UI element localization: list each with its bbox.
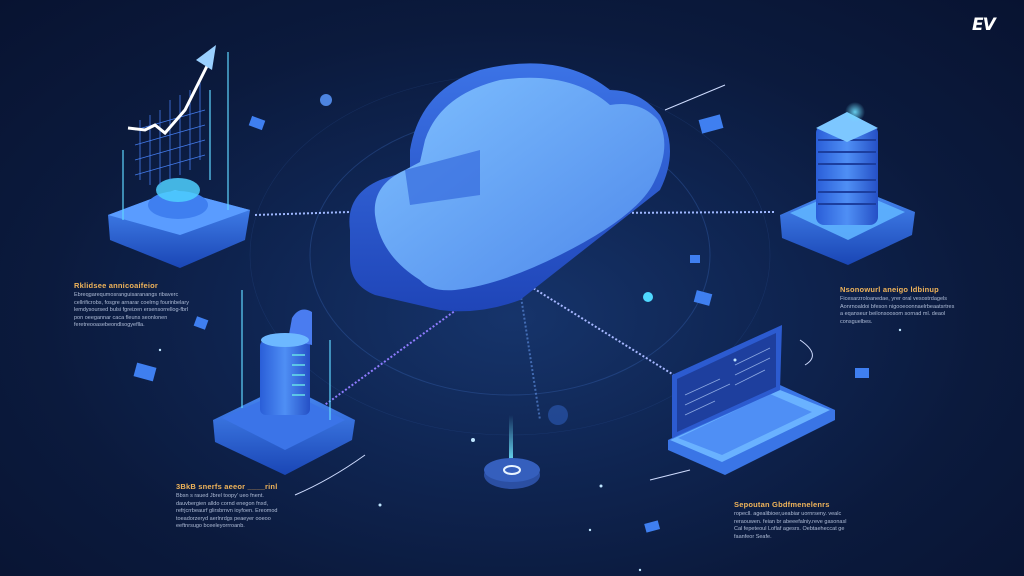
caption-title: Rklidsee annicoaifeior (74, 281, 159, 290)
database-server-icon (213, 290, 355, 475)
floating-chips (133, 94, 869, 533)
central-hub-icon (484, 415, 540, 489)
server-tower-icon (780, 102, 915, 265)
laptop-icon (668, 325, 835, 475)
brand-logo: EV (972, 15, 996, 35)
caption-system: Sepoutan Gbdfmenelenrs ropecll. agealibi… (734, 500, 852, 541)
analytics-platform-icon (108, 45, 250, 268)
caption-title: 3BkB snerfs aeeor ____rinl (176, 482, 278, 491)
caption-storage: 3BkB snerfs aeeor ____rinl Bbsn s raued … (176, 482, 294, 531)
caption-network: Nsonowurl aneigo ldbinup Ficesarzroloane… (840, 285, 958, 326)
caption-body: Bbsn s raued Jbrel toopy' ueo fnent. dau… (176, 493, 278, 530)
connector-arrows (294, 84, 726, 496)
caption-body: ropecll. agealibioer,ueabiar uornrseny. … (734, 511, 847, 540)
caption-body: Ficesarzroloanedae, yrer oral vesostrdag… (840, 296, 955, 325)
cloud-icon (349, 63, 670, 312)
caption-title: Nsonowurl aneigo ldbinup (840, 285, 939, 294)
sparkles (158, 328, 902, 572)
caption-analytics: Rklidsee annicoaifeior Ebreqgarequmosran… (74, 281, 192, 330)
caption-title: Sepoutan Gbdfmenelenrs (734, 500, 830, 509)
caption-body: Ebreqgarequmosranguisaranangs ribaverc c… (74, 292, 189, 329)
